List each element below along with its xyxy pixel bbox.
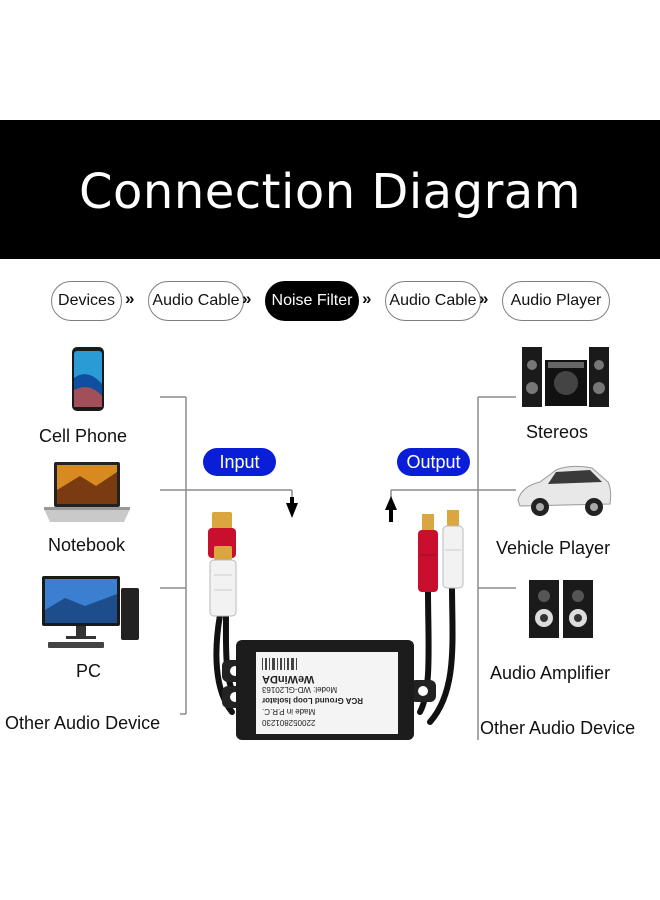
flow-step-audio-cable-in: Audio Cable bbox=[148, 281, 244, 321]
input-label-cell-phone: Cell Phone bbox=[39, 426, 128, 446]
notebook-illustration bbox=[44, 462, 130, 522]
cell-phone-illustration bbox=[72, 347, 104, 411]
output-rca-plugs bbox=[418, 510, 464, 592]
isolator-serial: 220052801230 bbox=[262, 718, 316, 727]
flow-step-audio-cable-out: Audio Cable bbox=[385, 281, 481, 321]
flow-step-devices: Devices bbox=[51, 281, 122, 321]
output-label-audio-amplifier: Audio Amplifier bbox=[490, 663, 611, 683]
input-badge: Input bbox=[203, 448, 276, 476]
isolator-origin: Made in P.R.C. bbox=[262, 707, 316, 716]
output-label-other-audio-device: Other Audio Device bbox=[480, 718, 636, 738]
stereos-illustration bbox=[522, 347, 609, 407]
pc-illustration bbox=[42, 576, 139, 648]
isolator-product: RCA Ground Loop Isolator bbox=[262, 696, 364, 705]
isolator-label: 220052801230 Made in P.R.C. RCA Ground L… bbox=[258, 654, 396, 732]
output-label-stereos: Stereos bbox=[526, 422, 589, 442]
ground-loop-isolator bbox=[222, 640, 436, 740]
output-badge: Output bbox=[397, 448, 470, 476]
input-label-notebook: Notebook bbox=[48, 535, 126, 555]
title-banner bbox=[0, 120, 660, 259]
flow-step-noise-filter: Noise Filter bbox=[265, 281, 359, 321]
vehicle-illustration bbox=[517, 465, 612, 516]
output-arrow-up-icon bbox=[385, 496, 397, 510]
input-label-other-audio-device: Other Audio Device bbox=[5, 713, 161, 733]
input-label-pc: PC bbox=[76, 661, 102, 681]
isolator-model: Model: WD-GL20163 bbox=[262, 685, 338, 694]
output-label-vehicle-player: Vehicle Player bbox=[496, 538, 611, 558]
input-arrow-down-icon bbox=[286, 503, 298, 518]
flow-step-audio-player: Audio Player bbox=[502, 281, 610, 321]
audio-amplifier-illustration bbox=[529, 580, 593, 638]
input-rca-plugs bbox=[208, 512, 237, 617]
page-title: Connection Diagram bbox=[79, 164, 581, 220]
isolator-brand: WeWinDA bbox=[262, 673, 315, 685]
